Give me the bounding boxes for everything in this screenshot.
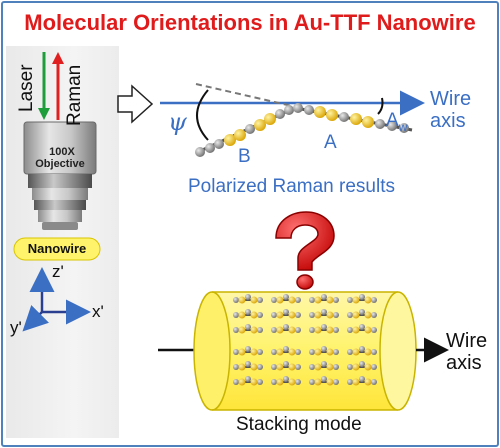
stacked-molecule xyxy=(233,361,263,371)
nanowire-cylinder xyxy=(158,291,449,411)
stacked-molecule xyxy=(271,376,301,386)
aw-angle-label: Aw xyxy=(386,110,407,134)
objective-lens xyxy=(23,121,97,230)
wire-axis-label-line1: Wire xyxy=(430,88,472,110)
aw-angle-arc xyxy=(377,97,384,115)
wire-axis-label-bottom-line1: Wire xyxy=(446,330,488,352)
stacked-molecules xyxy=(233,294,377,386)
stacked-molecule xyxy=(233,294,263,304)
axis-x-label: x' xyxy=(92,302,104,321)
question-mark-icon xyxy=(275,211,335,290)
stacked-molecule xyxy=(271,324,301,334)
stacked-molecule xyxy=(347,346,377,356)
stacked-molecule xyxy=(309,324,339,334)
stacked-molecule xyxy=(347,361,377,371)
figure-title: Molecular Orientations in Au-TTF Nanowir… xyxy=(24,10,476,35)
stacked-molecule xyxy=(347,294,377,304)
stacked-molecule xyxy=(271,294,301,304)
psi-label: ψ xyxy=(168,108,187,136)
nanowire-label: Nanowire xyxy=(27,241,87,256)
stacked-molecule xyxy=(347,309,377,319)
stacked-molecule xyxy=(309,294,339,304)
laser-label: Laser xyxy=(16,64,37,112)
molecule-b-label: B xyxy=(238,146,251,167)
raman-arrow xyxy=(52,52,64,120)
wire-axis-label-line2: axis xyxy=(430,110,466,132)
polarized-caption: Polarized Raman results xyxy=(188,176,395,197)
aw-angle-letter: A xyxy=(386,110,399,131)
stacked-molecule xyxy=(347,376,377,386)
orientation-dashed-line xyxy=(195,83,293,107)
molecule-a xyxy=(293,103,413,133)
stacked-molecule xyxy=(309,346,339,356)
psi-angle-arc xyxy=(196,89,209,141)
laser-arrow xyxy=(38,52,50,120)
stacked-molecule xyxy=(347,324,377,334)
coordinate-axes xyxy=(22,267,91,332)
stacked-molecule xyxy=(233,309,263,319)
stacked-molecule xyxy=(309,376,339,386)
stacked-molecule xyxy=(233,346,263,356)
stacked-molecule xyxy=(271,309,301,319)
molecule-b xyxy=(195,105,294,157)
stacked-molecule xyxy=(309,361,339,371)
objective-text: Objective xyxy=(35,158,85,170)
wire-axis-label-top: Wire axis xyxy=(430,88,471,132)
stacked-molecule xyxy=(271,361,301,371)
stacked-molecule xyxy=(309,309,339,319)
raman-label: Raman xyxy=(64,64,85,126)
stacked-molecule xyxy=(271,346,301,356)
nanowire-pill xyxy=(13,237,101,261)
wire-axis-label-bottom-line2: axis xyxy=(446,352,482,374)
stacked-molecule xyxy=(233,376,263,386)
axis-y-label: y' xyxy=(10,318,22,337)
pointer-arrow-icon xyxy=(117,84,154,124)
molecule-a-label: A xyxy=(324,132,337,153)
aw-angle-subscript: w xyxy=(398,119,408,134)
stacking-caption: Stacking mode xyxy=(236,414,362,435)
stacked-molecule xyxy=(233,324,263,334)
axis-z-label: z' xyxy=(52,262,64,281)
wire-axis-label-bottom: Wire axis xyxy=(446,330,487,374)
objective-magnification: 100X xyxy=(49,146,75,158)
